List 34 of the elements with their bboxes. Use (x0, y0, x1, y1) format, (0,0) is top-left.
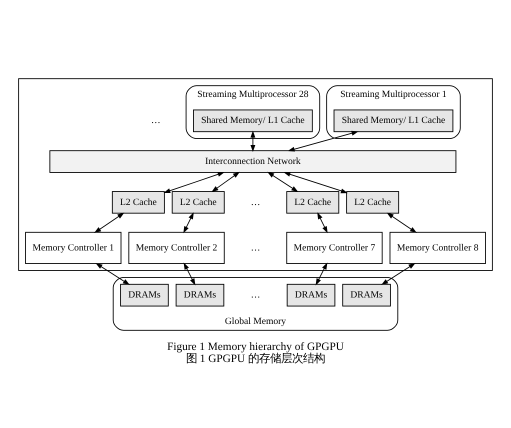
arrow (250, 130, 256, 152)
node-box: Memory Controller 1 (25, 231, 122, 264)
arrow (184, 262, 196, 285)
node-box: Shared Memory/ L1 Cache (334, 109, 454, 132)
label: … (150, 114, 160, 126)
arrow (317, 212, 328, 233)
arrow (283, 171, 348, 193)
arrow (386, 212, 417, 233)
arrow (94, 212, 124, 233)
caption: Figure 1 Memory hierarchy of GPGPU 图 1 GPGPU 的存储层次结构 (167, 340, 344, 364)
node-box: Memory Controller 7 (286, 231, 383, 264)
node-box: Memory Controller 8 (390, 231, 486, 264)
arrow (316, 262, 328, 285)
node-box: Shared Memory/ L1 Cache (193, 109, 313, 132)
arrow (381, 262, 416, 284)
node-box: DRAMs (286, 283, 336, 306)
arrow (267, 171, 298, 192)
node-box: DRAMs (342, 283, 391, 306)
node-box: L2 Cache (286, 190, 340, 214)
arrow (288, 130, 359, 152)
node-box: DRAMs (120, 283, 169, 306)
node-box: L2 Cache (172, 190, 225, 214)
node-box: Memory Controller 2 (128, 231, 225, 264)
node-box: L2 Cache (112, 190, 165, 214)
node-box: L2 Cache (346, 190, 400, 214)
arrow (163, 172, 225, 193)
label: … (250, 242, 260, 253)
arrow (211, 171, 240, 192)
label: … (250, 196, 260, 208)
label: … (250, 289, 260, 300)
arrow (183, 212, 194, 233)
arrow (95, 262, 130, 284)
node-box: DRAMs (176, 283, 224, 306)
node-box: Interconnection Network (49, 150, 456, 172)
